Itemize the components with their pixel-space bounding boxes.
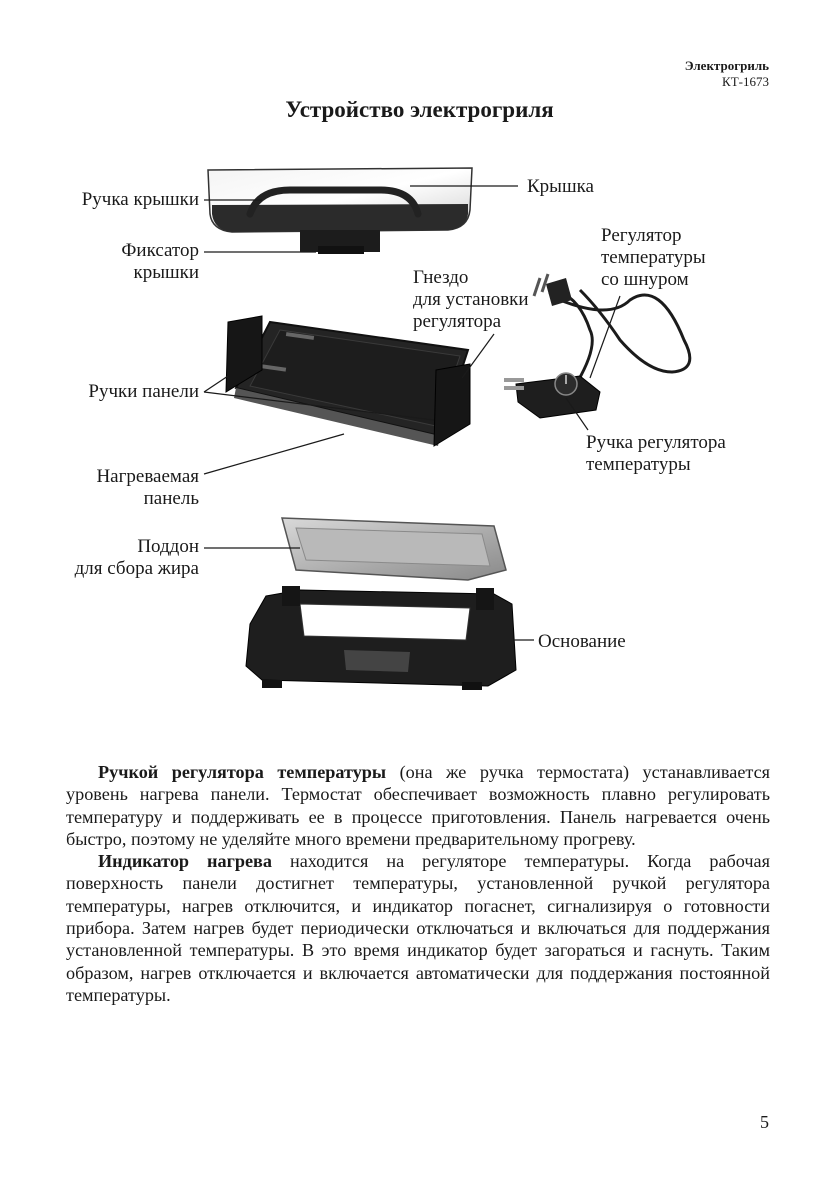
paragraph-1-bold: Ручкой регулятора температуры — [98, 762, 386, 782]
label-regulator-2: температуры — [601, 247, 706, 268]
label-heated-panel-2: панель — [144, 488, 199, 509]
label-reg-knob-1: Ручка регулятора — [586, 432, 726, 453]
label-socket-3: регулятора — [413, 311, 501, 332]
label-lid-lock-2: крышки — [133, 262, 199, 283]
leader-heated-panel — [204, 434, 344, 474]
label-regulator-1: Регулятор — [601, 225, 681, 246]
paragraph-heat-indicator: Индикатор нагрева находится на регулятор… — [66, 850, 770, 1006]
label-lid-lock-1: Фиксатор — [121, 240, 199, 261]
label-base: Основание — [538, 631, 626, 652]
body-text: Ручкой регулятора температуры (она же ру… — [66, 761, 770, 1006]
label-regulator-3: со шнуром — [601, 269, 689, 290]
leader-panel-handle-left — [204, 376, 228, 392]
drip-tray-illustration — [282, 518, 506, 580]
paragraph-2-bold: Индикатор нагрева — [98, 851, 272, 871]
label-tray-2: для сбора жира — [75, 558, 199, 579]
label-panel-handles: Ручки панели — [88, 381, 199, 402]
page-number: 5 — [760, 1112, 769, 1133]
label-tray-1: Поддон — [137, 536, 199, 557]
lid-illustration — [208, 168, 472, 254]
temperature-regulator-illustration — [504, 274, 690, 418]
label-lid: Крышка — [527, 176, 594, 197]
label-heated-panel-1: Нагреваемая — [96, 466, 199, 487]
grill-diagram — [0, 0, 839, 740]
label-socket-2: для установки — [413, 289, 529, 310]
label-lid-handle: Ручка крышки — [82, 189, 199, 210]
base-illustration — [246, 586, 516, 690]
paragraph-2-text: находится на регуляторе температуры. Ког… — [66, 851, 770, 1005]
label-socket-1: Гнездо — [413, 267, 468, 288]
heated-panel-illustration — [226, 316, 470, 446]
paragraph-temperature-knob: Ручкой регулятора температуры (она же ру… — [66, 761, 770, 850]
label-reg-knob-2: температуры — [586, 454, 691, 475]
